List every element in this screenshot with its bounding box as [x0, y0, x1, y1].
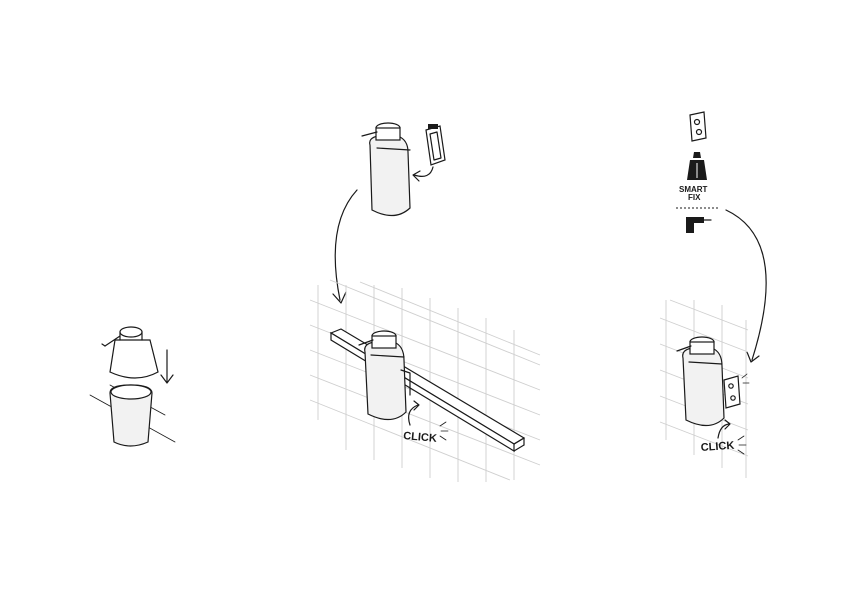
- adhesive-tube-icon: [687, 152, 707, 180]
- click-label-rail: CLICK: [403, 400, 449, 445]
- dispenser-floating: [361, 122, 411, 217]
- tile-wall-grid-small: [659, 299, 749, 478]
- click-text-rail: CLICK: [403, 430, 438, 445]
- smart-fix-bottom: FIX: [688, 193, 701, 202]
- curved-arrow-to-wall: [332, 189, 358, 304]
- curved-arrow-to-mount: [725, 209, 767, 363]
- smart-fix-logo: SMART FIX: [676, 185, 718, 209]
- click-text-mount: CLICK: [700, 440, 734, 454]
- dispenser-on-mount: [676, 336, 725, 427]
- smart-fix-top: SMART: [679, 185, 708, 194]
- down-arrow: [160, 349, 174, 384]
- step-2-rail: CLICK: [309, 122, 541, 482]
- wall-plate: [723, 373, 750, 409]
- step-1-assemble: [89, 326, 176, 447]
- click-label-mount: CLICK: [700, 419, 747, 455]
- tile-wall-grid: [309, 279, 541, 482]
- dispenser-on-rail: [358, 330, 411, 421]
- wall-holder-clip: [425, 124, 446, 166]
- mounting-plate: [689, 111, 707, 142]
- container-cup: [109, 384, 153, 447]
- drill-icon: [686, 217, 712, 233]
- step-3-wall-mount: SMART FIX: [659, 111, 767, 478]
- pump-head: [101, 326, 159, 379]
